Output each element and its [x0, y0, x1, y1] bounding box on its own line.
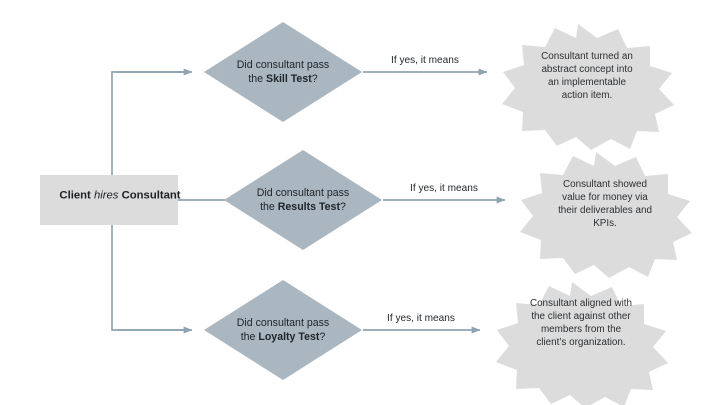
callout-burst-skill[interactable] [502, 24, 674, 150]
decision-diamond-skill[interactable] [204, 22, 362, 122]
callout-burst-results[interactable] [520, 152, 692, 278]
edge-label-yes-3: If yes, it means [387, 313, 455, 324]
edge-label-yes-2: If yes, it means [410, 183, 478, 194]
start-box[interactable] [40, 175, 178, 225]
edge-label-yes-1: If yes, it means [391, 55, 459, 66]
decision-diamond-results[interactable] [224, 150, 382, 250]
decision-diamond-loyalty[interactable] [204, 280, 362, 380]
callout-burst-loyalty[interactable] [496, 282, 668, 405]
